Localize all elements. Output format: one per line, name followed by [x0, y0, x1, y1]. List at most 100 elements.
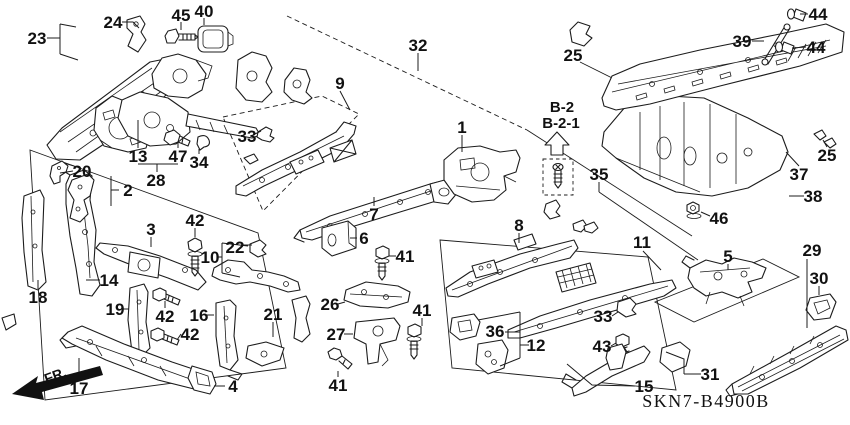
- group-line-32: [286, 15, 528, 131]
- callout-12: 12: [527, 336, 546, 355]
- callout-4: 4: [228, 377, 238, 396]
- part-42-bolts: [150, 237, 203, 346]
- part-27-bracket: [353, 317, 401, 367]
- callout-26: 26: [321, 295, 340, 314]
- part-19-stay: [127, 283, 151, 357]
- part-30-bracket: [805, 293, 837, 321]
- callout-14: 14: [100, 271, 119, 290]
- callout-30: 30: [810, 269, 829, 288]
- part-40-mount: [197, 25, 234, 53]
- callout-44b: 44: [807, 38, 826, 57]
- callout-9: 9: [335, 74, 344, 93]
- callout-38: 38: [804, 187, 823, 206]
- part-15-extension: [561, 343, 651, 397]
- part-8-rail: [445, 233, 579, 298]
- callout-31: 31: [701, 365, 720, 384]
- part-sill-panel: [725, 325, 849, 397]
- part-18-channel: [21, 189, 47, 291]
- callout-13: 13: [129, 147, 148, 166]
- callout-15: 15: [635, 377, 654, 396]
- callout-41c: 41: [329, 376, 348, 395]
- part-31-outrigger: [659, 341, 691, 373]
- part-25a-bracket: [569, 21, 593, 47]
- diagram-code: SKN7-B4900B: [642, 391, 770, 411]
- part-33a-clip: [256, 126, 275, 143]
- callout-18: 18: [29, 288, 48, 307]
- callout-1: 1: [457, 118, 466, 137]
- b2-up-arrow-icon: [544, 131, 570, 156]
- part-26-tray: [343, 281, 411, 309]
- b2-screw-icon: [552, 162, 564, 189]
- callout-25a: 25: [564, 46, 583, 65]
- callout-45: 45: [172, 6, 191, 25]
- callout-11: 11: [633, 233, 651, 252]
- part-21-bracket: [245, 295, 311, 367]
- part-37-dash-panel: [601, 95, 789, 197]
- part-1-bracket: [443, 145, 521, 203]
- callout-28: 28: [147, 171, 166, 190]
- part-24-bracket: [126, 15, 147, 53]
- callout-47: 47: [169, 147, 188, 166]
- callout-25b: 25: [818, 146, 837, 165]
- part-41-bolts: [327, 245, 422, 370]
- part-25b-clips: [813, 129, 837, 149]
- group-box-11: [439, 239, 677, 391]
- fr-direction: FR.: [12, 364, 103, 400]
- part-46-nut: [686, 201, 702, 219]
- callout-21: 21: [264, 305, 283, 324]
- callout-5: 5: [723, 247, 732, 266]
- part-33b-clip: [616, 297, 637, 318]
- callout-16: 16: [190, 306, 209, 325]
- part-5-cluster: [681, 255, 767, 307]
- callout-6: 6: [359, 229, 368, 248]
- callout-33b: 33: [594, 307, 613, 326]
- callout-39: 39: [733, 32, 752, 51]
- part-6-box: [321, 220, 357, 257]
- b2-label: B-2: [550, 99, 574, 116]
- callout-41b: 41: [413, 301, 432, 320]
- part-9-bracket: [283, 67, 313, 105]
- part-10-bracket: [211, 259, 301, 293]
- callout-3: 3: [146, 220, 155, 239]
- callout-32: 32: [409, 36, 428, 55]
- part-45-bolt: [164, 28, 199, 44]
- callout-42a: 42: [186, 211, 205, 230]
- callout-8: 8: [514, 216, 523, 235]
- part-edge-fragment: [1, 313, 17, 331]
- part-clip-a: [543, 199, 561, 220]
- callout-17: 17: [70, 379, 89, 398]
- callout-22: 22: [226, 238, 245, 257]
- part-mount-bracket-upper: [235, 51, 273, 103]
- part-43-bolt: [615, 333, 631, 358]
- part-clip-b: [572, 219, 588, 233]
- b2-reference: B-2 B-2-1: [542, 99, 580, 196]
- callout-46: 46: [710, 209, 729, 228]
- callout-44a: 44: [809, 5, 828, 24]
- callout-10: 10: [201, 248, 220, 267]
- leader-35-long: [598, 191, 699, 261]
- part-4-end-bracket: [187, 365, 217, 395]
- part-2-bracket: [67, 173, 95, 223]
- callout-33a: 33: [238, 127, 257, 146]
- part-cowl-top-panel: [601, 23, 845, 111]
- part-11-rail: [507, 221, 677, 339]
- fr-arrow-icon: [12, 366, 103, 400]
- callout-19: 19: [106, 300, 125, 319]
- callout-43: 43: [593, 337, 612, 356]
- callout-42b: 42: [156, 307, 175, 326]
- callout-35: 35: [590, 165, 609, 184]
- callout-40: 40: [195, 2, 214, 21]
- part-44-grommets: [774, 8, 807, 55]
- b2-screw-dashed-box: [542, 158, 574, 196]
- callout-36: 36: [486, 322, 505, 341]
- callout-42c: 42: [181, 325, 200, 344]
- part-20-clip: [49, 160, 69, 185]
- part-16-stay: [215, 299, 243, 381]
- callout-2: 2: [123, 181, 132, 200]
- callout-23: 23: [28, 29, 47, 48]
- callout-27: 27: [327, 325, 346, 344]
- leader-lines: [37, 13, 828, 387]
